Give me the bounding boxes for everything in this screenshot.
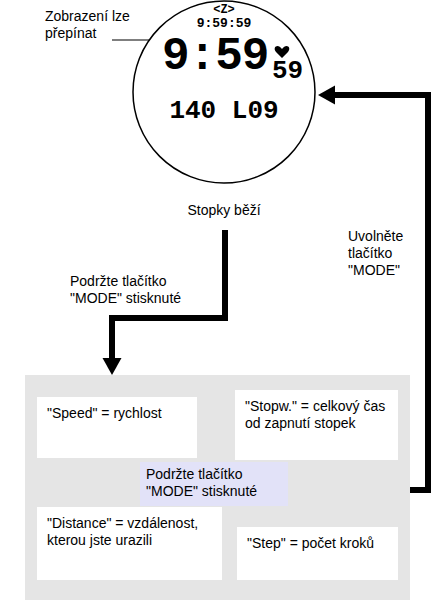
box-text: "Step" = počet kroků (247, 535, 388, 552)
leader-line (112, 39, 150, 40)
box-text: "Stopw." = celkový čas od zapnutí stopek (245, 398, 388, 432)
mode-box: "Speed" = rychlost (37, 397, 197, 458)
arrow-head (318, 86, 335, 105)
watch-outline (133, 1, 315, 183)
callout-label: Zobrazení lze přepínat (45, 8, 145, 42)
mode-indicator: <Z> (132, 3, 316, 17)
pulse-lap: 140 L09 (132, 96, 316, 126)
mode-box: "Stopw." = celkový čas od zapnutí stopek (235, 390, 398, 460)
watch-display: <Z>9:59:599:5959 140 L09Stopky běží (132, 0, 316, 228)
edge-label: Podržte tlačítko "MODE" stisknuté (70, 273, 220, 307)
box-text: "Speed" = rychlost (47, 405, 187, 422)
main-time: 9:59 (162, 31, 268, 84)
mode-box: "Step" = počet kroků (237, 527, 398, 580)
seconds: 59 (272, 56, 303, 86)
edge-label: Uvolněte tlačítko "MODE" (348, 228, 420, 279)
caption-text: Stopky běží (132, 202, 316, 218)
mode-box: "Distance" = vzdálenost, kterou jste ura… (37, 507, 222, 580)
arrow-head (103, 358, 122, 375)
mode-panel: "Speed" = rychlost "Stopw." = celkový čas… (25, 375, 410, 600)
time-line: 9:59:59 (132, 16, 316, 31)
instruction-box: Podržte tlačítko "MODE" stisknuté (140, 462, 288, 506)
box-text: Podržte tlačítko "MODE" stisknuté (146, 466, 282, 500)
box-text: "Distance" = vzdálenost, kterou jste ura… (47, 515, 212, 549)
